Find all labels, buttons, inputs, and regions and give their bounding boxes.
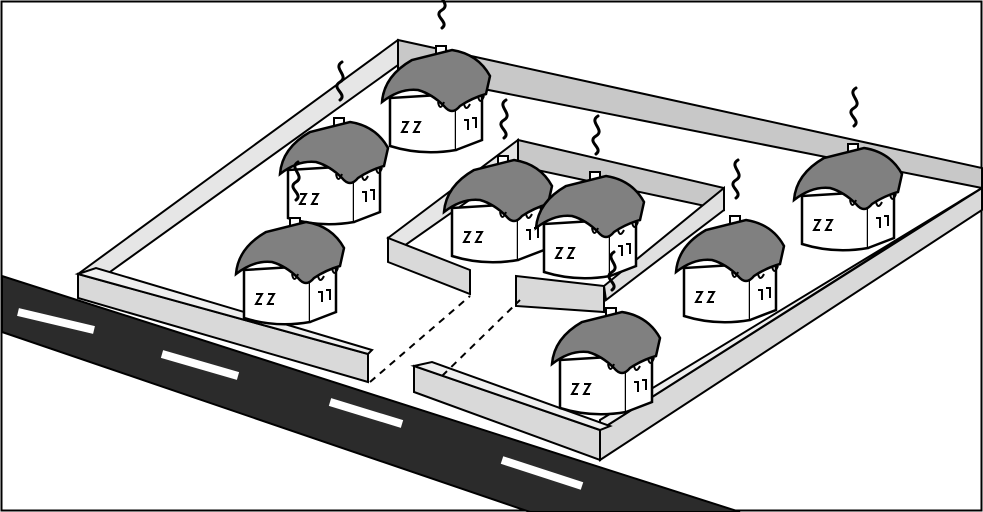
inner-enclosure-wall <box>386 137 725 314</box>
dashed-entrance-path <box>369 295 521 383</box>
outer-perimeter-wall <box>74 38 983 462</box>
road <box>1 274 741 512</box>
road-markings <box>17 308 584 490</box>
